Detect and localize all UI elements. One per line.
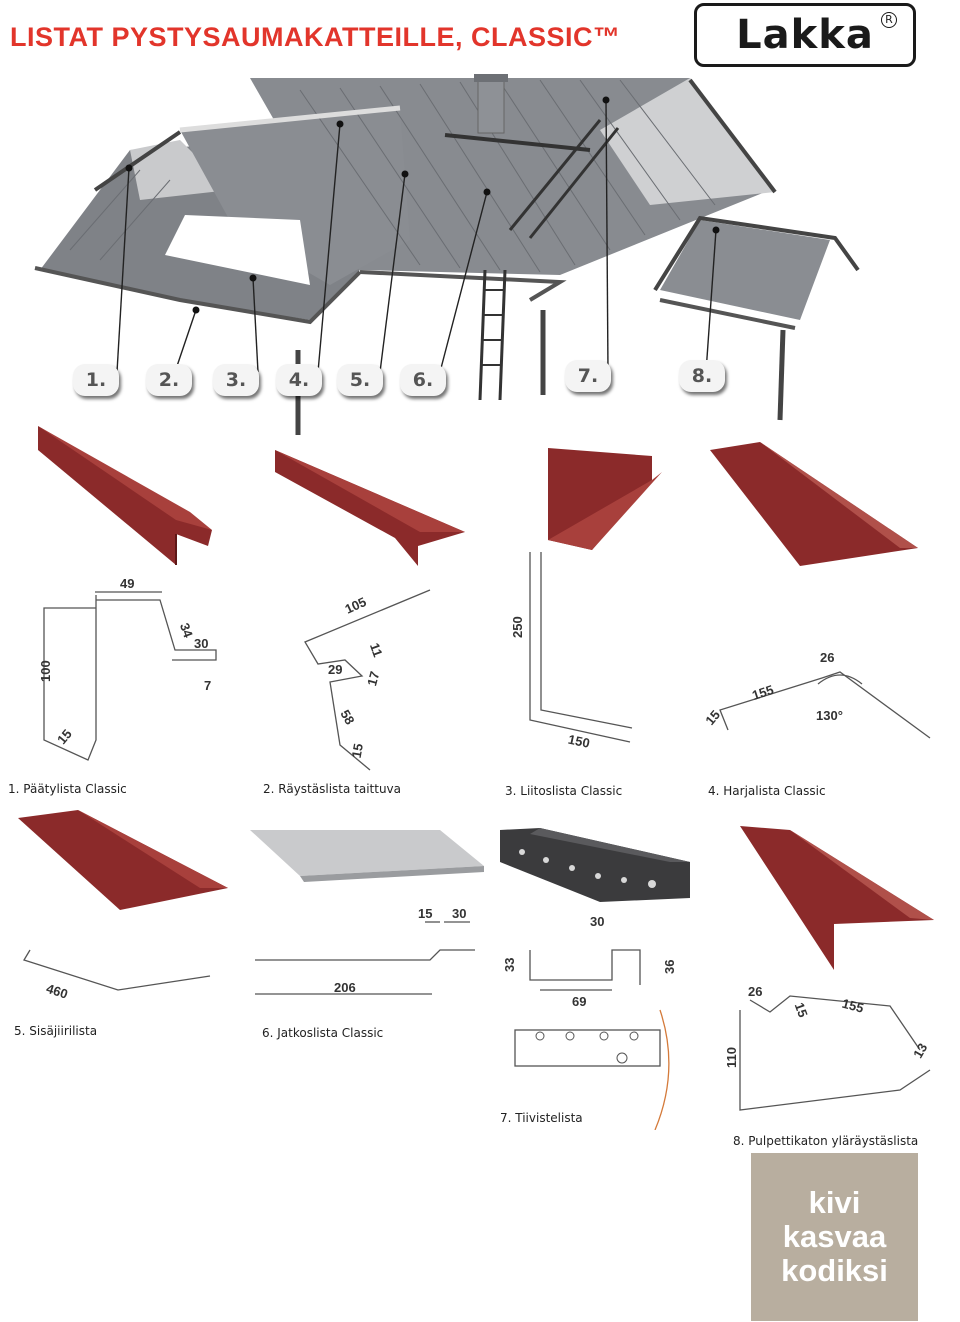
dim-6-30: 30 — [452, 906, 466, 921]
caption-6: 6. Jatkoslista Classic — [262, 1026, 384, 1040]
product-1-render — [38, 426, 212, 565]
dim-5-460: 460 — [44, 981, 69, 1002]
dim-8-15: 15 — [792, 1001, 811, 1020]
product-3-render — [548, 448, 662, 550]
dim-1-15: 15 — [54, 726, 75, 747]
dim-2-29: 29 — [328, 662, 342, 677]
products-row-1: 49 34 30 7 100 15 105 11 29 17 58 15 250… — [38, 426, 931, 771]
dim-8-155: 155 — [841, 996, 866, 1016]
caption-2: 2. Räystäslista taittuva — [263, 782, 402, 796]
callout-7: 7. — [565, 360, 611, 392]
dim-4-155: 155 — [750, 682, 775, 703]
lakka-logo: Lakka R — [694, 3, 916, 67]
drawing-6 — [255, 921, 475, 995]
dim-1-7: 7 — [204, 678, 211, 693]
product-7-render — [500, 828, 690, 902]
callout-4: 4. — [276, 364, 322, 396]
dim-7-33: 33 — [502, 958, 517, 972]
dim-1-30: 30 — [194, 636, 208, 651]
dim-3-150: 150 — [567, 732, 591, 751]
drawing-8-dims: 26 15 155 13 110 — [724, 984, 930, 1068]
dim-8-13: 13 — [910, 1041, 930, 1061]
product-2-render — [275, 450, 465, 566]
product-8-render — [740, 826, 934, 970]
dim-2-17: 17 — [364, 670, 382, 688]
dim-7-36: 36 — [662, 960, 677, 974]
drawing-1-dims: 49 34 30 7 100 15 — [38, 576, 211, 747]
drawing-2 — [304, 589, 431, 771]
dim-4-26: 26 — [820, 650, 834, 665]
drawing-5 — [23, 949, 211, 991]
dim-8-26: 26 — [748, 984, 762, 999]
drawing-8 — [739, 995, 931, 1111]
drawing-4 — [719, 671, 931, 739]
dim-2-11: 11 — [367, 641, 386, 659]
roof-shed — [660, 220, 830, 320]
dim-1-34: 34 — [177, 621, 196, 640]
roof-gable-end — [600, 78, 775, 205]
dim-2-15b: 15 — [349, 742, 366, 759]
drawing-4-dims: 26 155 15 130° — [702, 650, 843, 728]
product-4-render — [710, 442, 918, 566]
roof-dormer — [180, 110, 410, 285]
dim-2-105: 105 — [343, 594, 369, 617]
dim-4-angle: 130° — [816, 708, 843, 723]
dim-1-100: 100 — [38, 660, 53, 682]
roof-opening — [165, 215, 310, 285]
dim-1-49: 49 — [120, 576, 134, 591]
registered-mark: R — [881, 12, 897, 28]
slogan-box: kivi kasvaa kodiksi — [751, 1153, 918, 1321]
page-title: LISTAT PYSTYSAUMAKATTEILLE, CLASSIC™ — [10, 22, 621, 52]
caption-1: 1. Päätylista Classic — [8, 782, 127, 796]
callout-3: 3. — [213, 364, 259, 396]
slogan-line-1: kivi — [808, 1185, 861, 1220]
drawing-1 — [43, 591, 217, 761]
drawing-3 — [529, 552, 633, 743]
drawing-6-dims: 15 30 206 — [334, 906, 466, 995]
dim-6-15: 15 — [418, 906, 432, 921]
drawing-3-dims: 250 150 — [510, 616, 591, 751]
slogan-line-2: kasvaa — [782, 1219, 887, 1254]
roof-illustration — [34, 74, 860, 435]
dim-8-110: 110 — [724, 1047, 739, 1068]
product-5-render — [18, 810, 228, 910]
dim-2-58: 58 — [337, 707, 357, 727]
dim-6-206: 206 — [334, 980, 356, 995]
logo-text: Lakka — [736, 12, 874, 58]
products-row-2: 460 15 30 206 30 33 36 69 26 15 155 13 1… — [18, 810, 934, 1130]
drawing-7-dims: 30 33 36 69 — [502, 914, 677, 1009]
dim-7-30: 30 — [590, 914, 604, 929]
dim-3-250: 250 — [510, 616, 525, 638]
caption-7: 7. Tiivistelista — [500, 1111, 583, 1125]
drawing-7 — [514, 949, 670, 1130]
caption-5: 5. Sisäjiirilista — [14, 1024, 98, 1038]
callout-8: 8. — [679, 360, 725, 392]
dim-7-69: 69 — [572, 994, 586, 1009]
callout-6: 6. — [400, 364, 446, 396]
drawing-2-dims: 105 11 29 17 58 15 — [328, 594, 386, 759]
callout-1: 1. — [73, 364, 119, 396]
slogan-line-3: kodiksi — [781, 1253, 888, 1288]
callout-2: 2. — [146, 364, 192, 396]
product-6-render — [250, 830, 484, 882]
caption-3: 3. Liitoslista Classic — [505, 784, 623, 798]
callout-5: 5. — [337, 364, 383, 396]
caption-4: 4. Harjalista Classic — [708, 784, 826, 798]
roof-left-gable — [130, 140, 230, 200]
caption-8: 8. Pulpettikaton yläräystäslista — [733, 1134, 919, 1148]
